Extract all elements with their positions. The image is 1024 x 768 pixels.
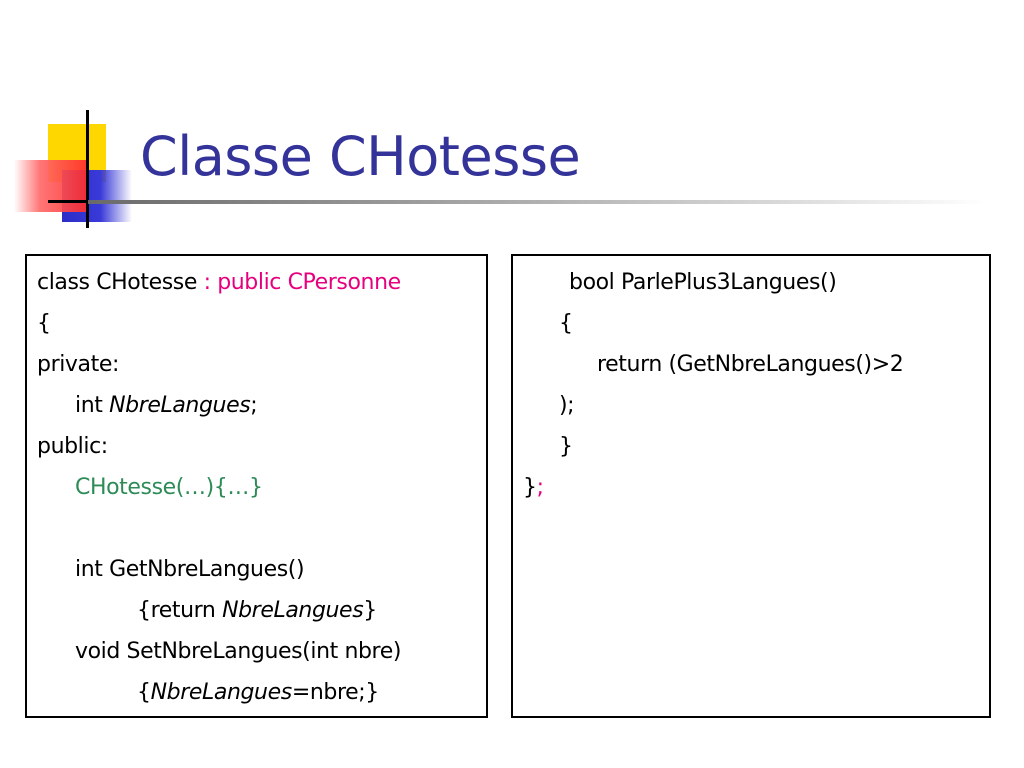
- logo-red-square: [14, 160, 88, 212]
- inheritance-text: : public CPersonne: [203, 270, 402, 295]
- code-line: {NbreLangues=nbre;}: [37, 672, 486, 713]
- code-line: class CHotesse : public CPersonne: [37, 262, 486, 303]
- code-line: };: [523, 467, 989, 508]
- code-line: public:: [37, 434, 108, 459]
- code-text: {: [137, 680, 151, 705]
- code-box-left: class CHotesse : public CPersonne { priv…: [25, 254, 488, 718]
- member-name: NbreLangues: [150, 680, 293, 705]
- code-line: {: [37, 311, 51, 336]
- code-line: private:: [37, 352, 119, 377]
- code-line: }: [559, 434, 573, 459]
- code-line: int NbreLangues;: [37, 385, 486, 426]
- code-text: =nbre;}: [291, 680, 379, 705]
- code-text: }: [363, 598, 377, 623]
- semicolon-text: ;: [536, 475, 544, 500]
- code-line: int GetNbreLangues(): [75, 557, 305, 582]
- constructor-line: CHotesse(…){…}: [75, 475, 263, 500]
- member-name: NbreLangues: [109, 393, 251, 418]
- code-line: {return NbreLangues}: [37, 590, 486, 631]
- code-line: );: [559, 393, 575, 418]
- title-underline: [88, 200, 988, 204]
- slide-title: Classe CHotesse: [140, 125, 581, 188]
- blank-line: [37, 508, 486, 549]
- code-line: {: [559, 311, 573, 336]
- code-text: {return: [137, 598, 223, 623]
- member-name: NbreLangues: [222, 598, 364, 623]
- code-line: void SetNbreLangues(int nbre): [75, 639, 402, 664]
- code-text: }: [523, 475, 537, 500]
- code-text: int: [75, 393, 110, 418]
- logo-vertical-line: [86, 110, 89, 228]
- code-line: return (GetNbreLangues()>2: [597, 352, 904, 377]
- code-text: ;: [250, 393, 258, 418]
- code-text: class CHotesse: [37, 270, 204, 295]
- code-line: bool ParlePlus3Langues(): [569, 270, 837, 295]
- code-box-right: bool ParlePlus3Langues() { return (GetNb…: [511, 254, 991, 718]
